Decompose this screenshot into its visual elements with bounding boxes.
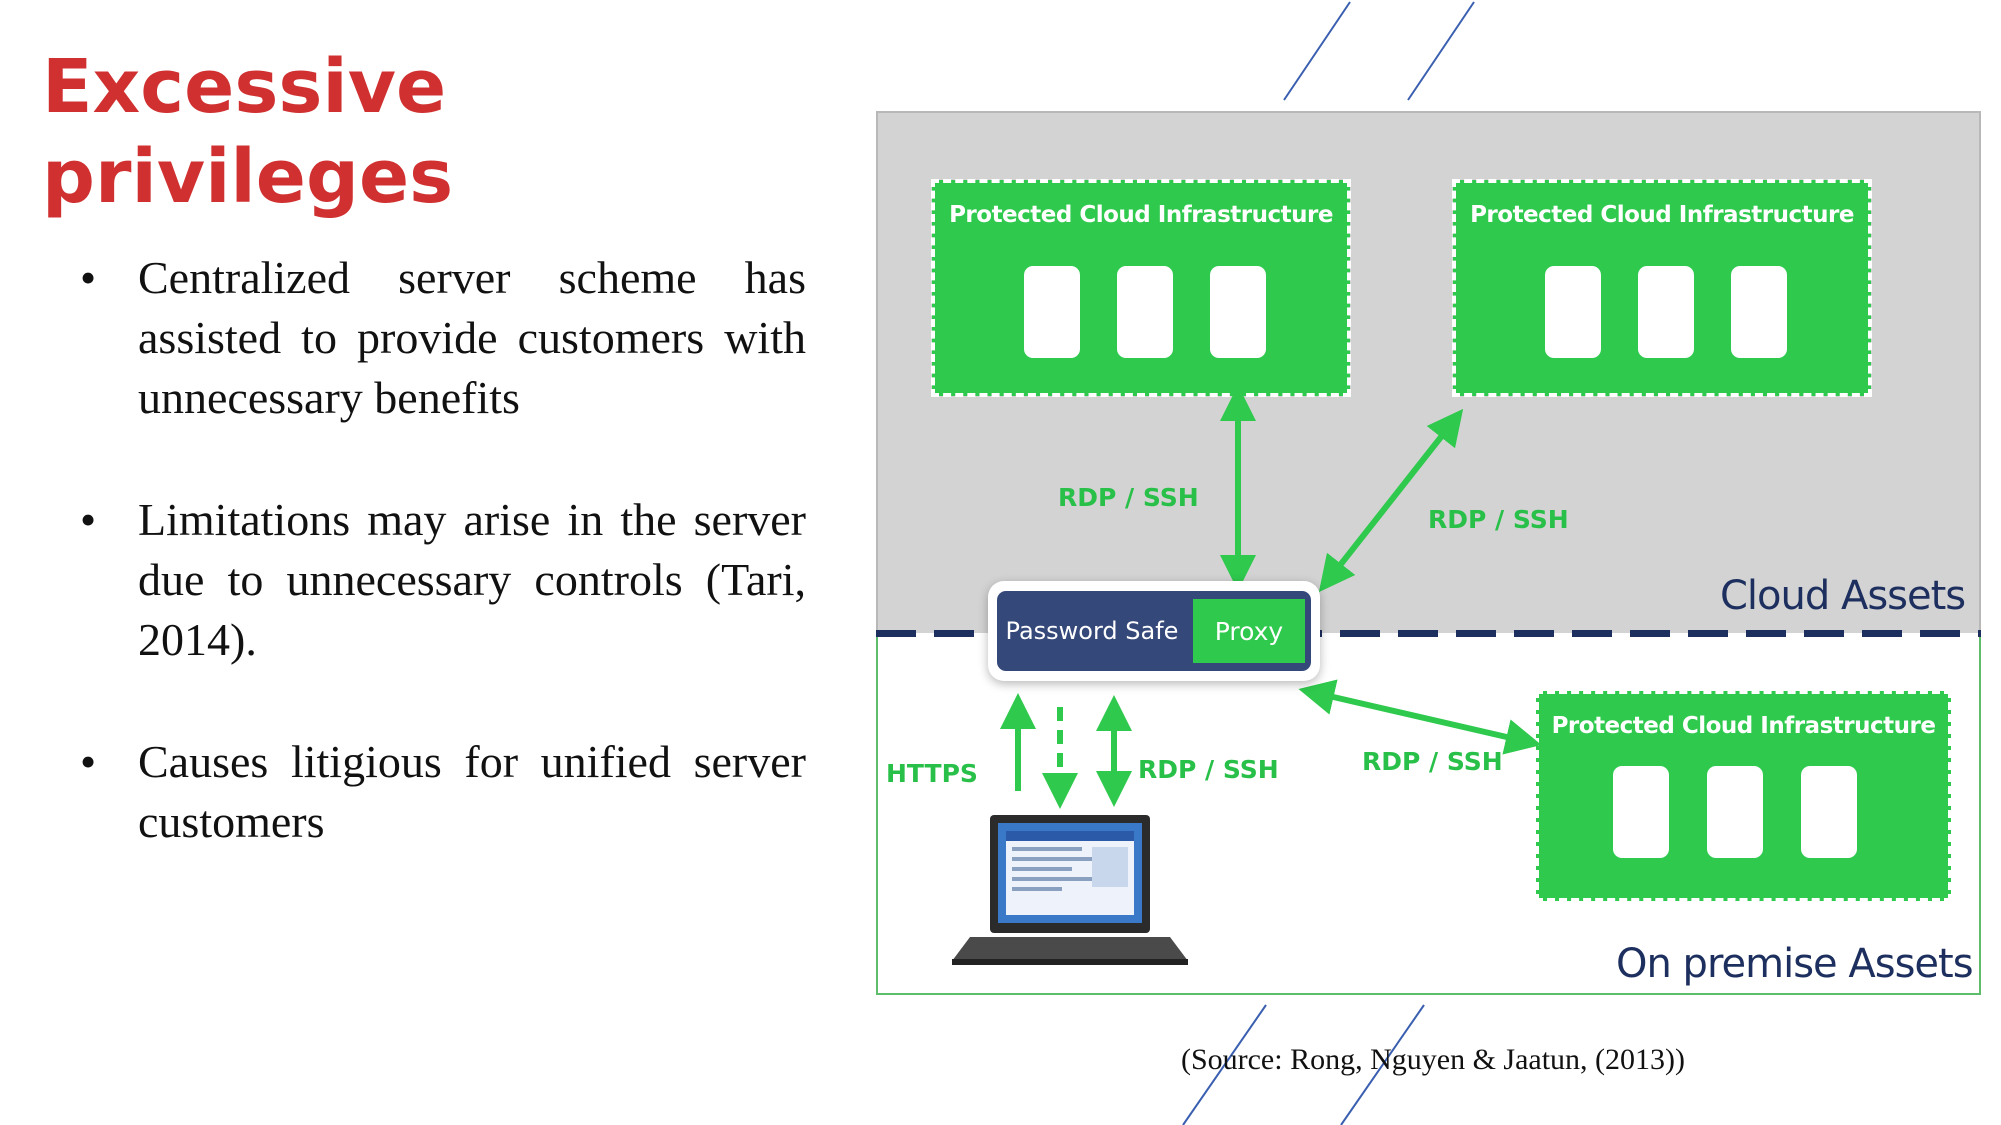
server-icon xyxy=(1731,266,1787,358)
source-caption: (Source: Rong, Nguyen & Jaatun, (2013)) xyxy=(1180,1043,1686,1076)
bullet-text: Causes litigious for unified server cust… xyxy=(138,736,806,847)
decor-line xyxy=(1283,1,1351,101)
rdp-ssh-label: RDP / SSH xyxy=(1058,483,1199,512)
arrow-proxy-box2 xyxy=(1318,408,1464,593)
server-icon xyxy=(1545,266,1601,358)
server-icon xyxy=(1117,266,1173,358)
on-premise-assets-label: On premise Assets xyxy=(1616,941,1974,987)
password-safe-label: Password Safe xyxy=(1005,617,1179,645)
protected-infrastructure-box-3: Protected Cloud Infrastructure xyxy=(1535,690,1952,902)
bullet-text: Centralized server scheme has assisted t… xyxy=(138,252,806,423)
slide-title: Excessive privileges xyxy=(42,42,453,222)
server-icon xyxy=(1024,266,1080,358)
laptop-icon xyxy=(952,815,1188,965)
bullet-list: • Centralized server scheme has assisted… xyxy=(78,248,806,914)
server-icon xyxy=(1638,266,1694,358)
server-icon xyxy=(1210,266,1266,358)
server-icon xyxy=(1707,766,1763,858)
architecture-diagram: Protected Cloud Infrastructure Protected… xyxy=(876,111,1981,997)
rdp-ssh-label: RDP / SSH xyxy=(1428,505,1569,534)
rdp-ssh-label: RDP / SSH xyxy=(1362,747,1503,776)
bullet-item: • Limitations may arise in the server du… xyxy=(78,490,806,670)
server-icon xyxy=(1613,766,1669,858)
server-icon xyxy=(1801,766,1857,858)
password-safe-proxy: Password Safe Proxy xyxy=(988,581,1320,681)
password-safe-panel: Password Safe Proxy xyxy=(997,591,1311,671)
https-label: HTTPS xyxy=(886,759,978,788)
proxy-label: Proxy xyxy=(1214,616,1284,646)
slide-title-line-2: privileges xyxy=(42,134,454,220)
bullet-dot: • xyxy=(80,494,97,545)
bullet-text: Limitations may arise in the server due … xyxy=(138,494,806,665)
rdp-ssh-label: RDP / SSH xyxy=(1138,755,1279,784)
bullet-item: • Centralized server scheme has assisted… xyxy=(78,248,806,428)
bullet-dot: • xyxy=(80,252,97,303)
connection-arrows xyxy=(1000,385,1542,809)
arrow-proxy-box3 xyxy=(1298,679,1542,755)
bullet-item: • Causes litigious for unified server cu… xyxy=(78,732,806,852)
protected-cloud-box-1: Protected Cloud Infrastructure xyxy=(931,179,1351,397)
bullet-dot: • xyxy=(80,736,97,787)
protected-cloud-label: Protected Cloud Infrastructure xyxy=(1470,202,1854,228)
protected-cloud-label: Protected Cloud Infrastructure xyxy=(1551,713,1936,739)
protected-cloud-label: Protected Cloud Infrastructure xyxy=(949,202,1333,228)
decor-line xyxy=(1407,1,1475,101)
protected-cloud-box-2: Protected Cloud Infrastructure xyxy=(1452,179,1872,397)
zone-divider xyxy=(876,630,1981,637)
slide-title-line-1: Excessive xyxy=(42,44,447,130)
proxy-box: Proxy xyxy=(1193,599,1305,663)
cloud-assets-label: Cloud Assets xyxy=(1720,573,1966,619)
